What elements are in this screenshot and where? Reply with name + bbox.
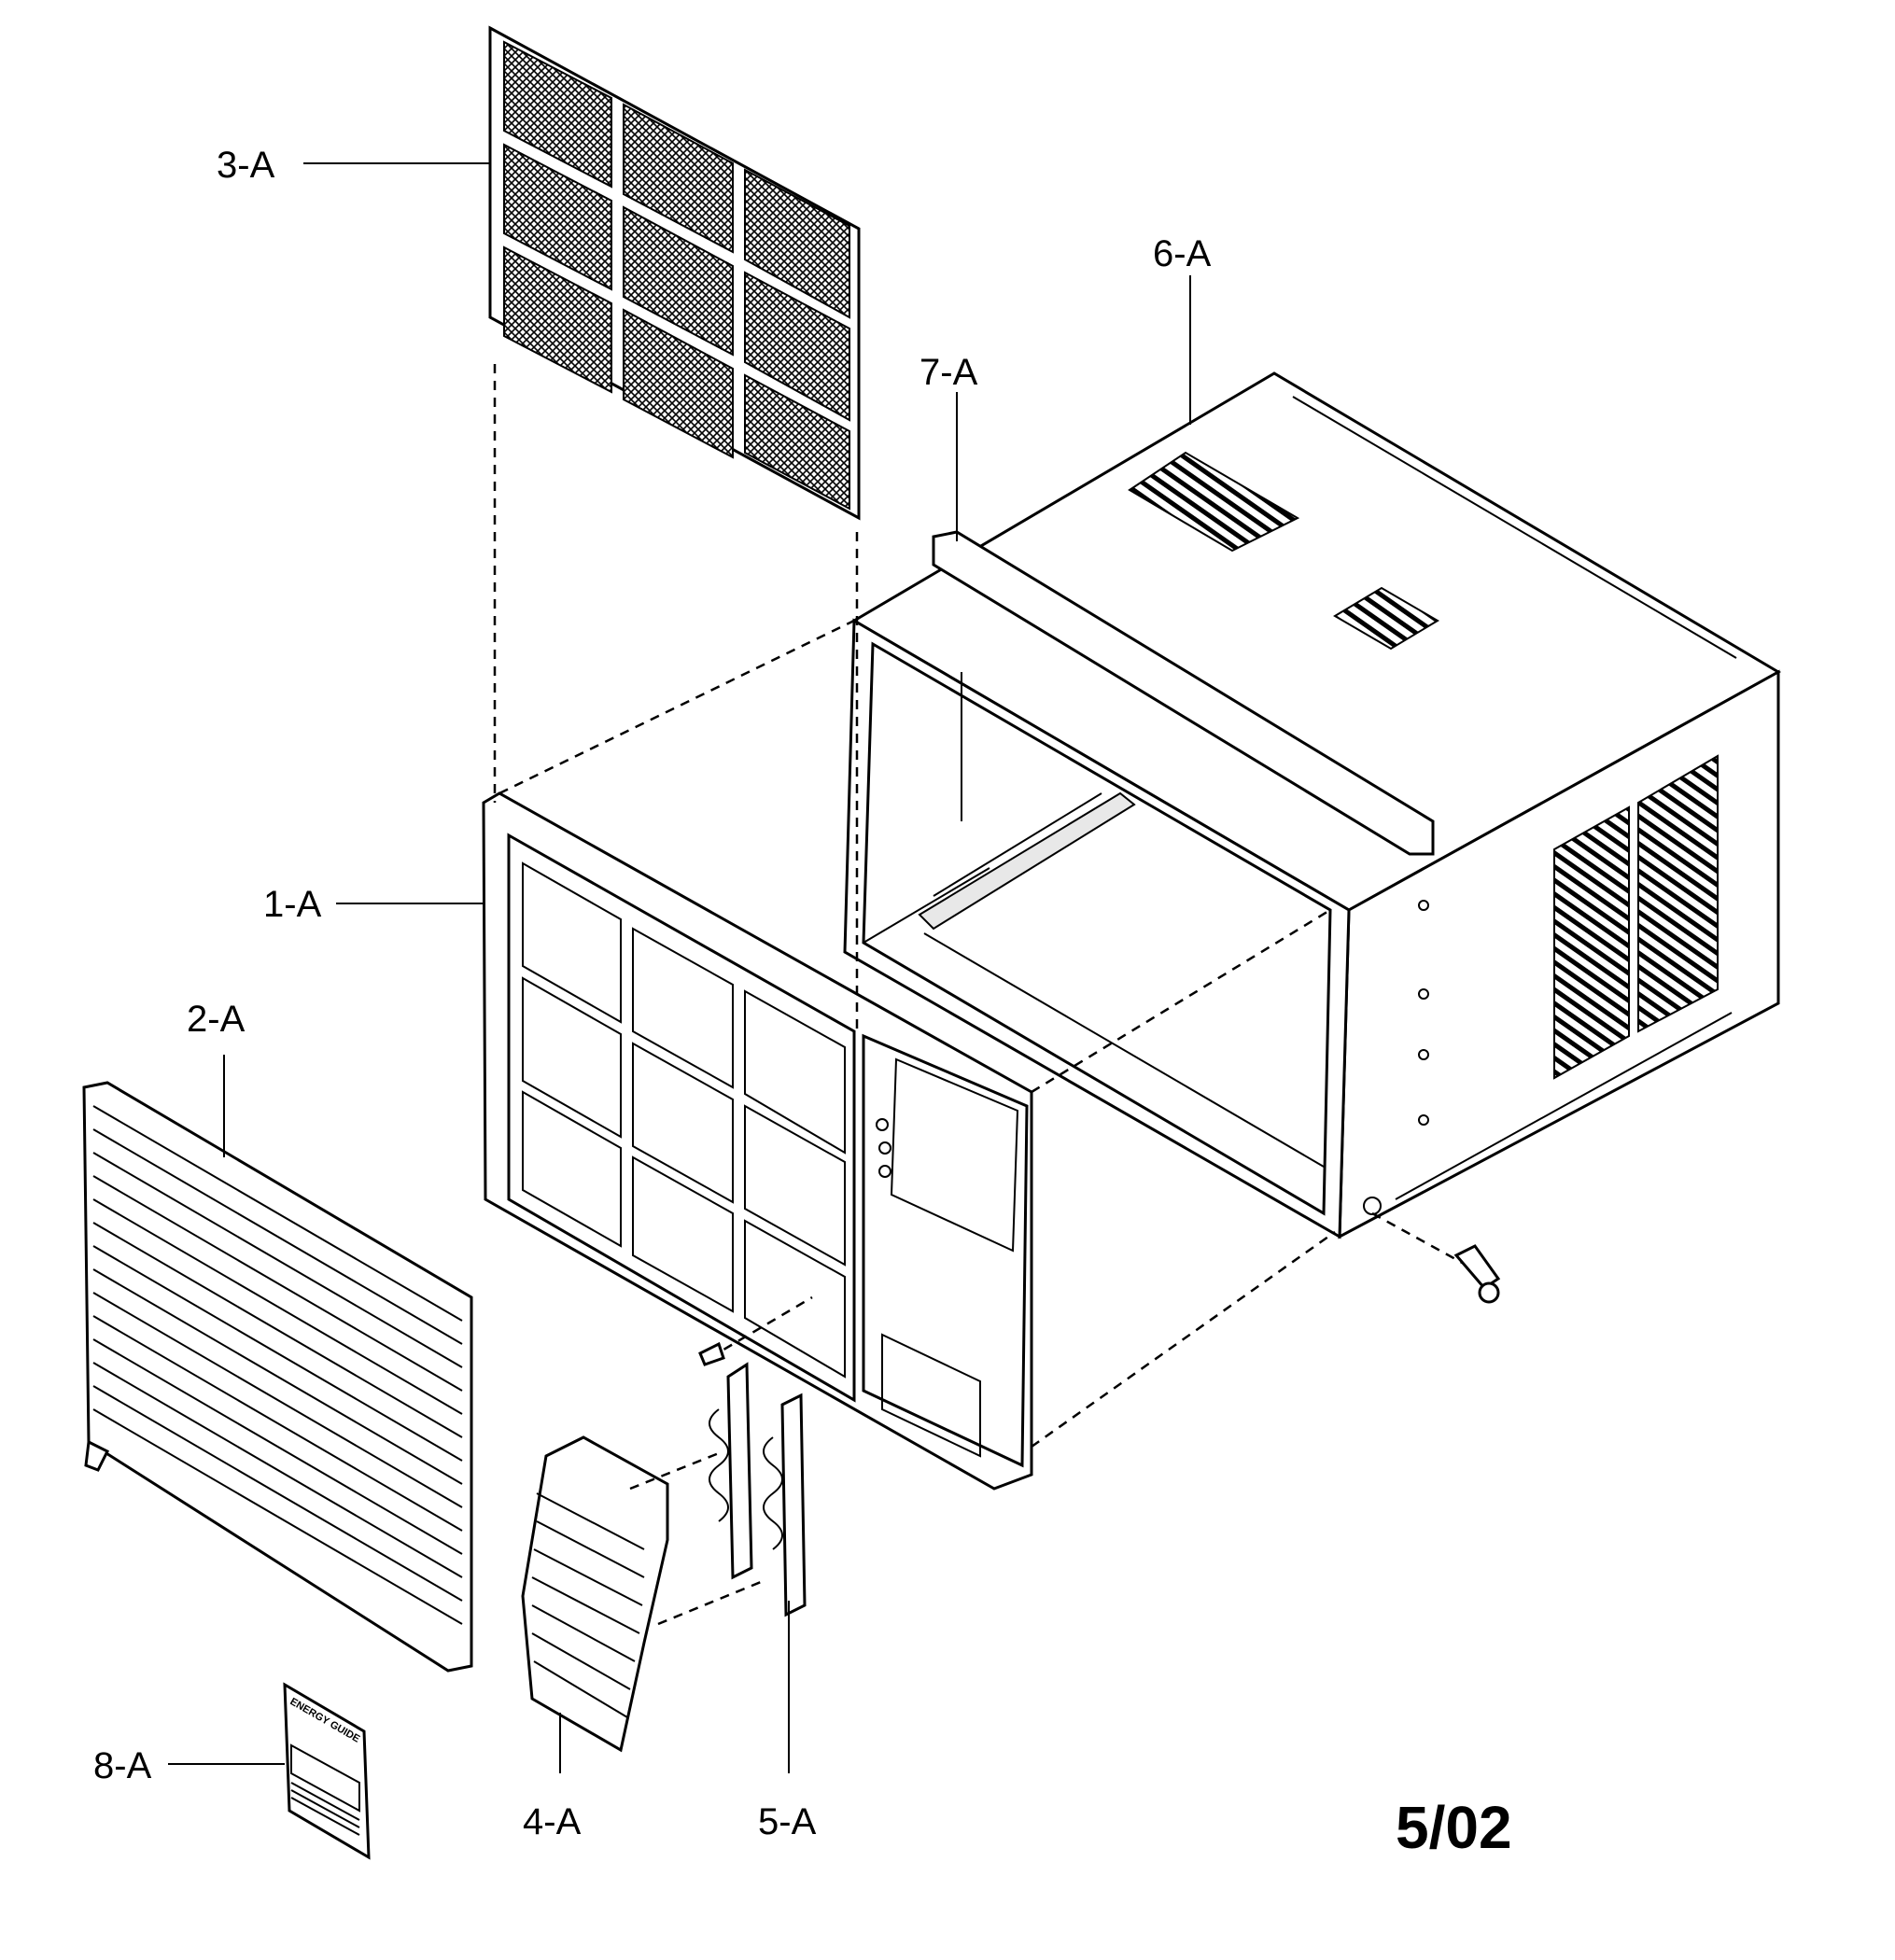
alignment-lines xyxy=(493,364,1336,1449)
front-frame xyxy=(482,791,1033,1491)
revision-date: 5/02 xyxy=(1396,1794,1512,1861)
label-2a: 2-A xyxy=(187,999,246,1040)
air-filter xyxy=(488,25,861,521)
air-louvre xyxy=(521,1435,762,1753)
louvre-brackets xyxy=(698,1295,813,1617)
label-7a: 7-A xyxy=(919,352,978,393)
label-5a: 5-A xyxy=(758,1801,817,1842)
screw xyxy=(1371,1211,1501,1304)
label-8a: 8-A xyxy=(93,1745,152,1786)
cabinet xyxy=(843,371,1782,1304)
label-3a: 3-A xyxy=(217,145,275,186)
label-1a: 1-A xyxy=(263,884,322,925)
label-6a: 6-A xyxy=(1153,233,1212,274)
front-grille xyxy=(82,1081,473,1673)
label-4a: 4-A xyxy=(523,1801,582,1842)
leader-lines xyxy=(168,162,1191,1773)
energy-guide-label: ENERGY GUIDE xyxy=(283,1682,371,1860)
